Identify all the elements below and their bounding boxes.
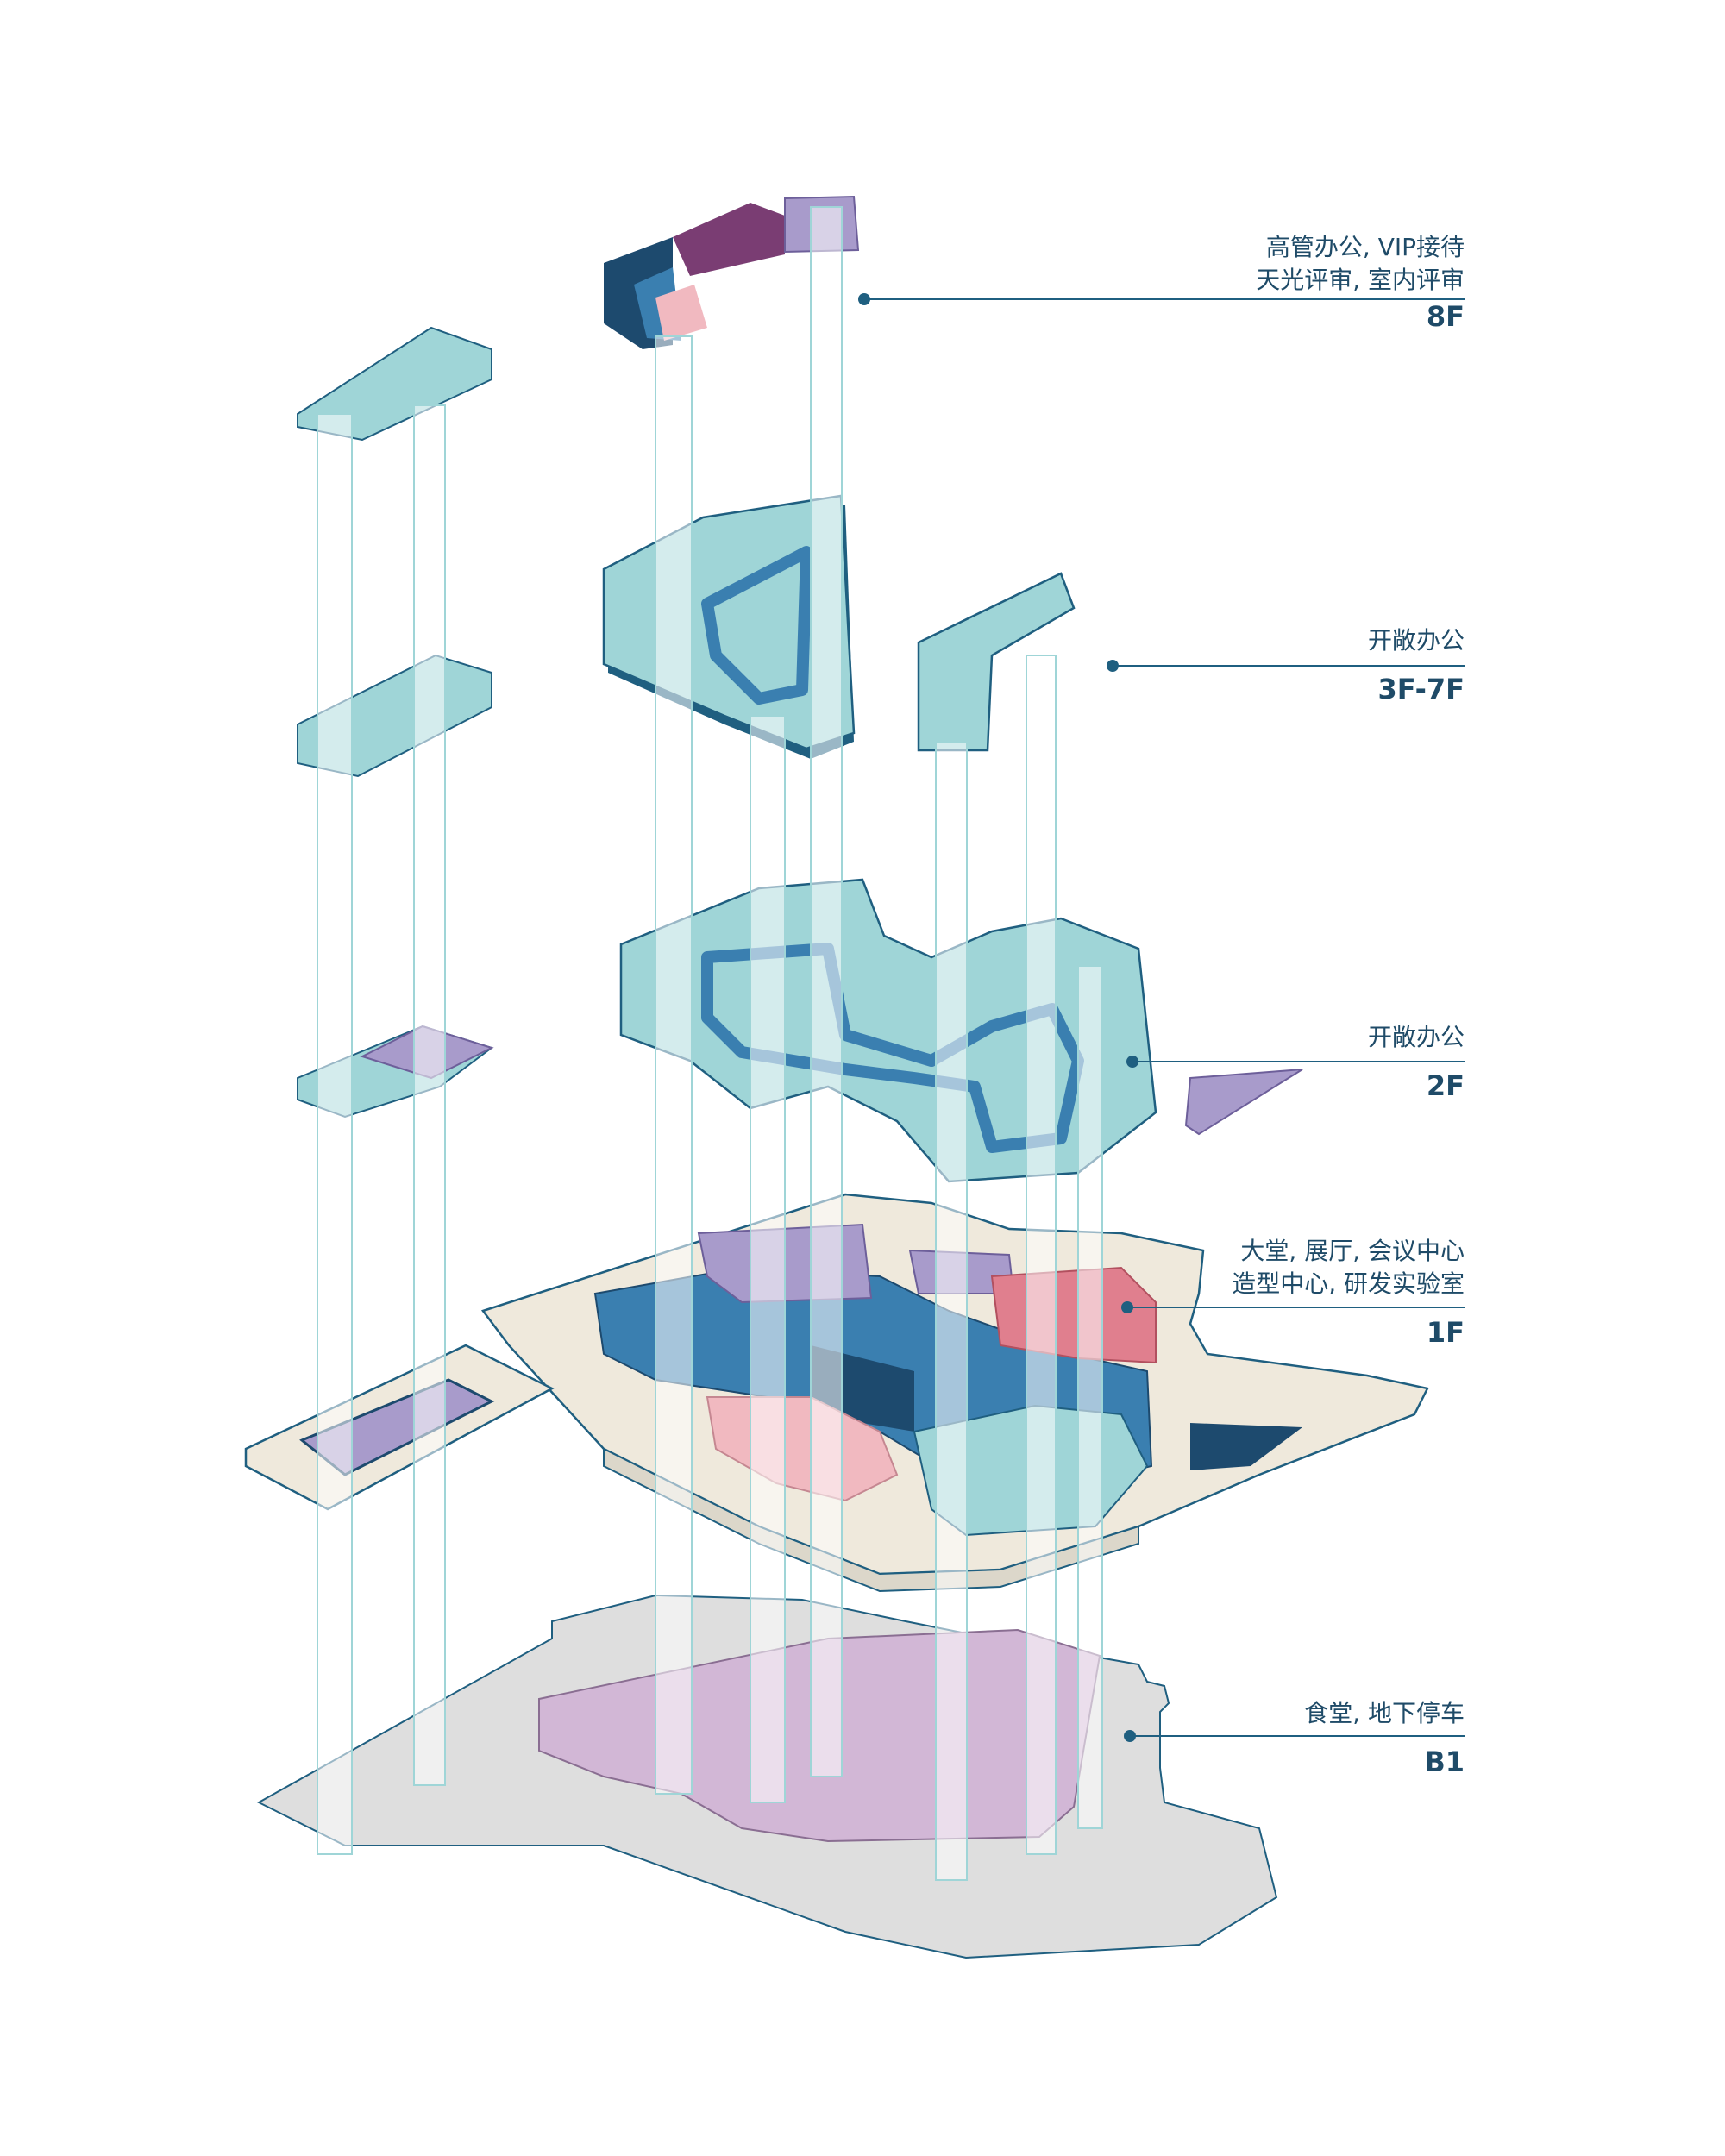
leader-line-3f-7f: [1113, 665, 1465, 667]
core-right-2: [1026, 655, 1057, 1855]
label-b1: 食堂, 地下停车 B1: [1304, 1697, 1465, 1782]
label-3f-7f-line-1: 开敞办公: [1367, 626, 1465, 655]
label-b1-line-1: 食堂, 地下停车: [1304, 1699, 1465, 1727]
label-8f-line-2: 天光评审, 室内评审: [1256, 266, 1465, 294]
8f-plum-bridge: [673, 203, 785, 276]
label-1f-line-2: 造型中心, 研发实验室: [1232, 1269, 1465, 1298]
leader-line-8f: [864, 298, 1465, 300]
2f-office-slab: [619, 878, 1157, 1183]
vertical-cores: [317, 206, 1103, 1881]
label-2f-floor: 2F: [1426, 1069, 1465, 1102]
label-8f: 高管办公, VIP接待 天光评审, 室内评审 8F: [1256, 231, 1465, 336]
label-b1-floor: B1: [1424, 1745, 1465, 1778]
left-wing-1f: [244, 1344, 555, 1511]
2f-lavender-annex: [1184, 1069, 1303, 1136]
label-3f-7f-floor: 3F-7F: [1377, 673, 1465, 705]
1f-dark-court: [1190, 1423, 1302, 1470]
label-3f-7f: 开敞办公 3F-7F: [1368, 624, 1465, 709]
core-left-2: [413, 404, 446, 1786]
core-right-1: [935, 741, 968, 1881]
leader-line-b1: [1130, 1735, 1465, 1737]
core-central-1: [655, 335, 693, 1795]
8f-pink-core: [656, 285, 707, 341]
leader-line-1f: [1127, 1307, 1465, 1308]
core-central-3: [750, 715, 786, 1803]
label-1f-line-1: 大堂, 展厅, 会议中心: [1240, 1237, 1465, 1265]
level-8f: [604, 195, 860, 349]
leader-line-2f: [1132, 1061, 1465, 1062]
core-right-3: [1077, 965, 1103, 1829]
left-upper-slab-stack: [297, 326, 492, 442]
label-1f: 大堂, 展厅, 会议中心 造型中心, 研发实验室 1F: [1232, 1235, 1465, 1352]
label-8f-line-1: 高管办公, VIP接待: [1265, 233, 1465, 261]
3f7f-atrium-ring: [701, 546, 812, 705]
label-2f: 开敞办公 2F: [1368, 1021, 1465, 1106]
core-left-1: [317, 413, 353, 1855]
label-1f-floor: 1F: [1426, 1316, 1465, 1349]
label-2f-line-1: 开敞办公: [1367, 1023, 1465, 1051]
label-8f-floor: 8F: [1426, 300, 1465, 333]
3f7f-right-wing: [917, 572, 1076, 752]
core-central-2: [810, 206, 843, 1777]
1f-lab-zone: [990, 1266, 1157, 1364]
